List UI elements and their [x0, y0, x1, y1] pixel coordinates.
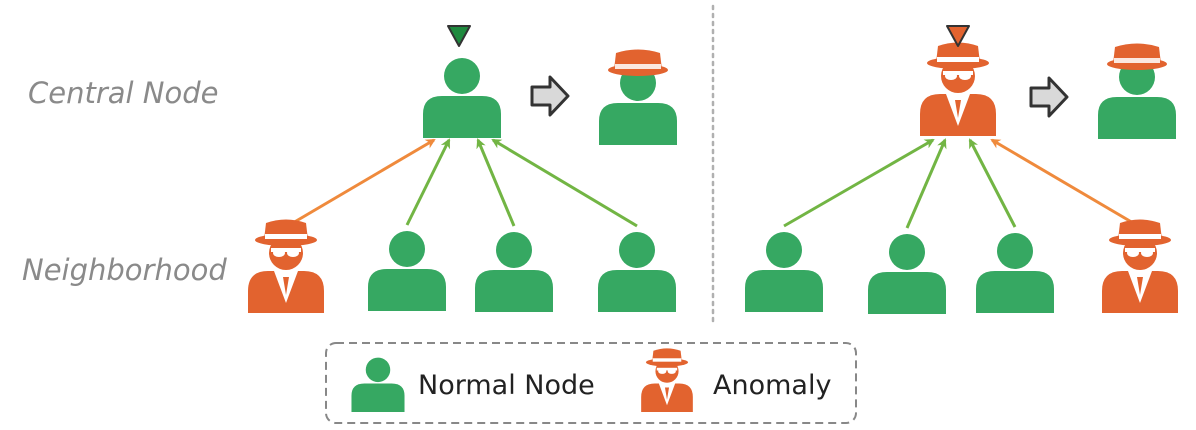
left-panel-edge-3 — [476, 138, 516, 227]
right-panel-edge-3 — [968, 138, 1017, 228]
right-panel-neighbor-3 — [976, 233, 1054, 313]
left-panel-edge-4 — [491, 138, 638, 228]
right-panel-neighbor-4 — [1102, 219, 1178, 313]
legend-anomaly-icon — [641, 348, 693, 412]
left-panel-edge-1 — [285, 138, 436, 229]
legend-normal-icon — [351, 357, 405, 412]
legend-icons — [351, 348, 693, 412]
left-panel-transform-arrow — [530, 75, 570, 117]
left-panel-neighbor-4 — [598, 232, 676, 312]
right-panel-edge-1 — [783, 138, 935, 228]
left-panel-neighbor-2 — [368, 231, 446, 311]
central-node-label: Central Node — [28, 76, 219, 110]
right-panel-edge-2 — [905, 138, 947, 229]
right-panel-transform-arrow — [1029, 76, 1069, 118]
left-panel-result-node — [599, 49, 677, 145]
left-panel-neighbor-1 — [248, 219, 324, 313]
neighborhood-label: Neighborhood — [22, 253, 227, 287]
left-panel-neighbor-3 — [475, 232, 553, 312]
right-panel-central-node — [920, 42, 996, 136]
legend-box — [325, 342, 857, 424]
right-panel-edge-4 — [990, 138, 1141, 229]
legend-normal-label: Normal Node — [418, 370, 595, 401]
right-panel-result-node — [1098, 43, 1176, 139]
right-panel-central-marker — [946, 25, 970, 47]
right-panel-neighbor-2 — [868, 234, 946, 314]
legend-anomaly-label: Anomaly — [713, 370, 831, 401]
left-panel-central-marker — [447, 25, 471, 47]
nodes-layer — [248, 25, 1178, 314]
edges-layer — [285, 138, 1141, 229]
left-panel-edge-2 — [405, 138, 451, 226]
left-panel-central-node — [423, 58, 501, 138]
right-panel-neighbor-1 — [745, 232, 823, 312]
